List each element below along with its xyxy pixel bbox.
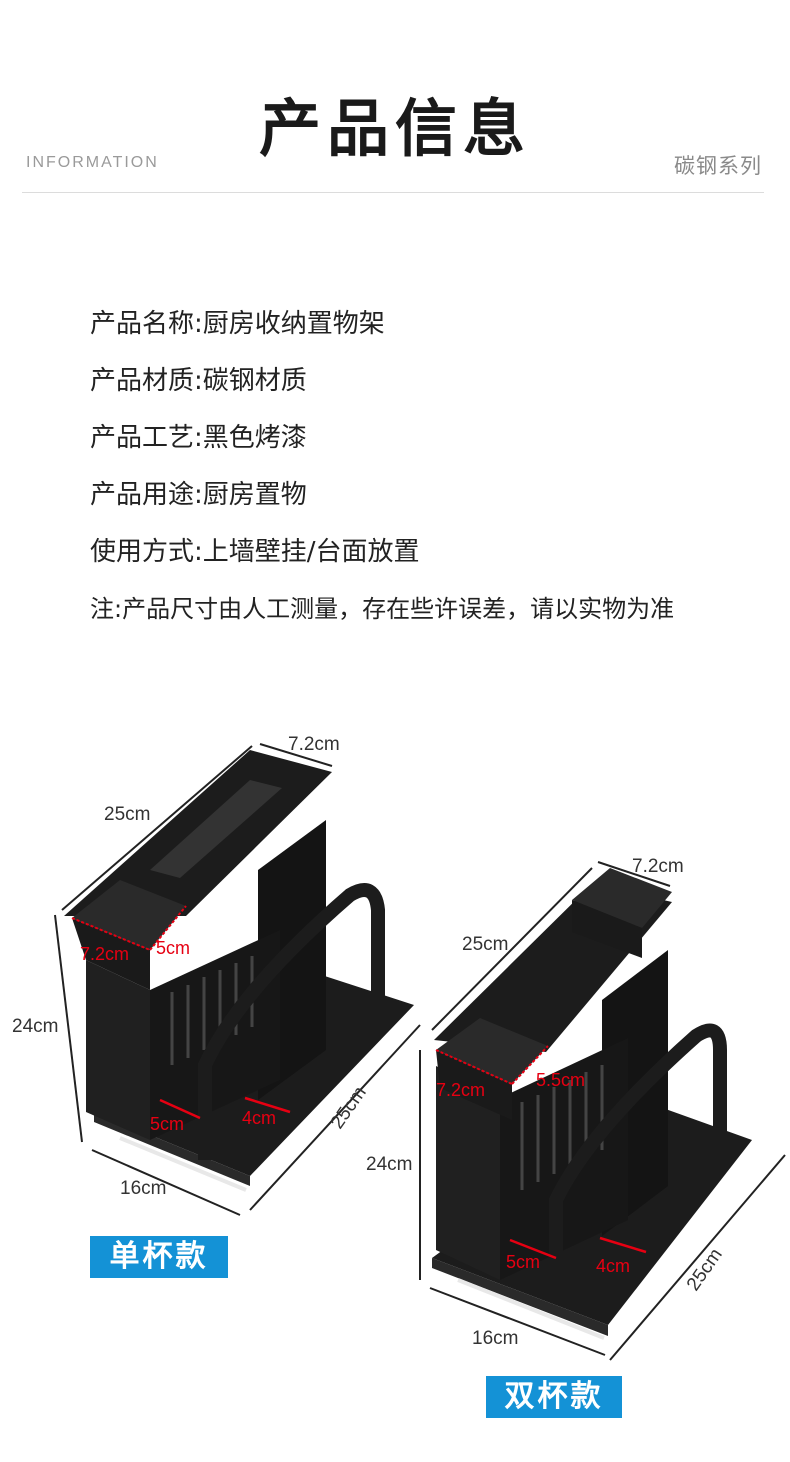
spec-name: 产品名称:厨房收纳置物架 xyxy=(90,309,385,339)
information-label: INFORMATION xyxy=(26,154,159,171)
single-dim-top-width: 7.2cm xyxy=(288,734,340,755)
single-dim-height: 24cm xyxy=(12,1016,58,1037)
spec-list: 产品名称:厨房收纳置物架 产品材质:碳钢材质 产品工艺:黑色烤漆 产品用途:厨房… xyxy=(90,300,770,633)
double-dim-base-length: 25cm xyxy=(683,1245,727,1295)
double-dim-length: 25cm xyxy=(462,934,508,955)
single-dim-cup-depth: 5cm xyxy=(156,938,190,958)
double-cup-rack-image: 7.2cm 25cm 24cm 16cm 25cm 7.2cm 5.5cm 5c… xyxy=(366,856,786,1361)
product-single-cup: 7.2cm 25cm 24cm 16cm 25cm 7.2cm 5cm 5cm … xyxy=(0,720,430,1220)
single-dim-slot-a: 5cm xyxy=(150,1114,184,1134)
double-dim-base-width: 16cm xyxy=(472,1328,518,1349)
double-dim-top-width: 7.2cm xyxy=(632,856,684,877)
header-divider xyxy=(22,192,764,193)
series-label: 碳钢系列 xyxy=(674,154,762,178)
double-dim-cup-width: 7.2cm xyxy=(436,1080,485,1100)
double-dim-slot-b: 4cm xyxy=(596,1256,630,1276)
measurement-note: 注:产品尺寸由人工测量，存在些许误差，请以实物为准 xyxy=(90,595,675,623)
product-double-cup: 7.2cm 25cm 24cm 16cm 25cm 7.2cm 5.5cm 5c… xyxy=(360,840,790,1380)
single-dim-slot-b: 4cm xyxy=(242,1108,276,1128)
double-dim-height: 24cm xyxy=(366,1154,412,1175)
page-title: 产品信息 xyxy=(258,92,531,165)
single-dim-base-width: 16cm xyxy=(120,1178,166,1199)
single-dim-length: 25cm xyxy=(104,804,150,825)
double-cup-badge: 双杯款 xyxy=(486,1376,622,1418)
spec-process: 产品工艺:黑色烤漆 xyxy=(90,423,307,453)
single-cup-badge: 单杯款 xyxy=(90,1236,228,1278)
single-cup-rack-image: 7.2cm 25cm 24cm 16cm 25cm 7.2cm 5cm 5cm … xyxy=(12,734,421,1216)
single-dim-cup-width: 7.2cm xyxy=(80,944,129,964)
double-dim-cup-depth: 5.5cm xyxy=(536,1070,585,1090)
spec-method: 使用方式:上墙壁挂/台面放置 xyxy=(90,537,420,567)
double-dim-slot-a: 5cm xyxy=(506,1252,540,1272)
spec-usage: 产品用途:厨房置物 xyxy=(90,480,307,510)
spec-material: 产品材质:碳钢材质 xyxy=(90,366,307,396)
